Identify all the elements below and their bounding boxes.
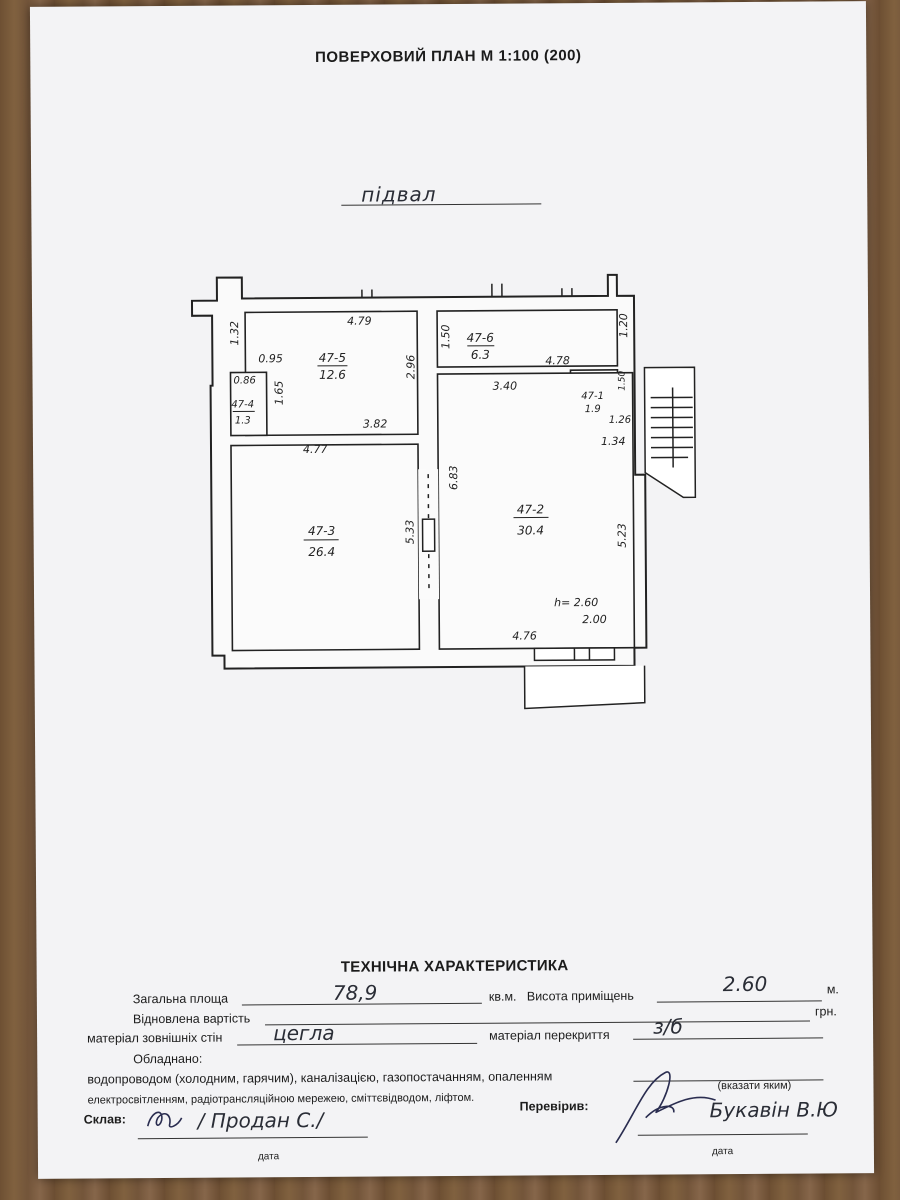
checked-label: Перевірив: — [519, 1099, 589, 1114]
dim-label: 1.50 — [617, 370, 627, 390]
dim-label: 3.40 — [493, 380, 518, 393]
composed-label: Склав: — [83, 1112, 126, 1127]
room-label-47-6: 47-6 — [467, 331, 495, 345]
composed-date-label: дата — [257, 1151, 280, 1163]
document-sheet: ПОВЕРХОВИЙ ПЛАН М 1:100 (200) підвал — [29, 1, 875, 1179]
window-pit — [523, 647, 646, 710]
checked-value: Букавін В.Ю — [709, 1097, 839, 1123]
height-value: 2.60 — [722, 971, 768, 997]
dim-label: 3.82 — [363, 417, 388, 430]
room-label-47-1: 47-1 — [581, 391, 604, 402]
room-label-47-4: 47-4 — [231, 399, 254, 410]
checked-date-label: дата — [711, 1146, 734, 1158]
height-unit: м. — [826, 982, 839, 997]
dim-label: 5.23 — [616, 523, 629, 548]
composed-value: / Продан С./ — [197, 1107, 324, 1133]
total-area-value: 78,9 — [332, 980, 378, 1005]
dim-label: 1.32 — [228, 321, 241, 346]
floor-plan: 47-5 12.6 47-4 1.3 47-6 6.3 47-1 1.9 47-… — [190, 273, 697, 710]
height-note: h= 2.60 — [554, 596, 598, 609]
currency: грн. — [814, 1004, 837, 1019]
room-label-47-3: 47-3 — [308, 524, 335, 538]
room-area-47-4: 1.3 — [235, 415, 251, 426]
dim-label: 4.77 — [303, 443, 328, 456]
height-note-2: 2.00 — [582, 613, 607, 626]
dim-label: 1.34 — [601, 435, 626, 448]
dim-label: 2.96 — [404, 355, 417, 380]
wall-material-value: цегла — [273, 1020, 335, 1046]
composed-signature — [146, 1111, 183, 1128]
room-area-47-6: 6.3 — [471, 348, 490, 362]
total-area-label: Загальна площа — [132, 991, 229, 1007]
dim-label: 0.86 — [233, 375, 255, 386]
composed-line — [137, 1136, 368, 1140]
dim-label: 4.76 — [512, 629, 537, 642]
room-area-47-5: 12.6 — [319, 368, 346, 382]
dim-label: 1.26 — [609, 415, 631, 426]
specify-note: (вказати яким) — [717, 1079, 792, 1093]
door-opening — [421, 518, 436, 552]
room-area-47-3: 26.4 — [308, 545, 335, 559]
room-47-6 — [436, 309, 619, 368]
room-label-47-5: 47-5 — [319, 351, 346, 365]
restored-cost-label: Відновлена вартість — [132, 1011, 251, 1027]
equipped-label: Обладнано: — [133, 1051, 203, 1067]
area-unit: кв.м. — [488, 989, 517, 1004]
dim-label: 6.83 — [447, 465, 460, 490]
ceiling-material-label: матеріал перекриття — [489, 1027, 610, 1043]
checked-signature — [615, 1071, 716, 1144]
staircase — [643, 366, 697, 499]
height-label: Висота приміщень — [526, 988, 634, 1004]
room-47-4 — [229, 371, 268, 437]
dim-label: 4.78 — [545, 354, 570, 367]
room-label-47-2: 47-2 — [517, 502, 544, 516]
dim-label: 1.50 — [439, 324, 452, 349]
dim-label: 0.95 — [258, 352, 283, 365]
dim-label: 4.79 — [347, 315, 372, 328]
restored-cost-line — [265, 1020, 811, 1026]
height-line — [656, 1000, 822, 1003]
room-area-47-1: 1.9 — [585, 404, 601, 415]
equipped-line-1: водопроводом (холодним, гарячим), каналі… — [87, 1069, 553, 1087]
ceiling-material-value: з/б — [652, 1014, 683, 1039]
dim-label: 5.33 — [404, 520, 417, 545]
dim-label: 1.65 — [273, 381, 286, 406]
wall-material-label: матеріал зовнішніх стін — [87, 1030, 223, 1046]
room-area-47-2: 30.4 — [517, 523, 544, 537]
dim-label: 1.20 — [617, 313, 630, 338]
